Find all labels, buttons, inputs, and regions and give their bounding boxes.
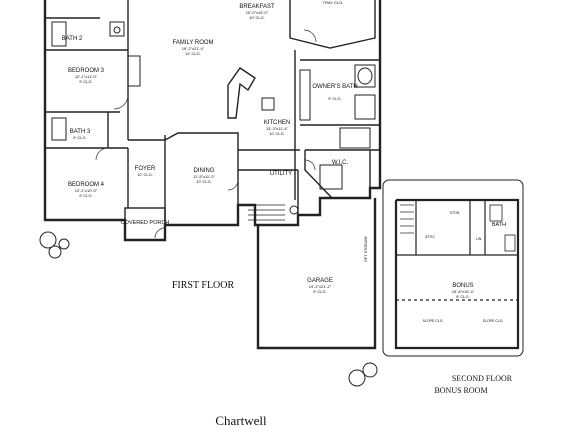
foyer-clg: 10' CLG. (137, 172, 153, 177)
bedroom4-clg: 9' CLG. (79, 193, 92, 198)
dining-clg: 10' CLG. (196, 179, 212, 184)
breakfast-name: BREAKFAST (239, 4, 275, 10)
shrub-icon (48, 245, 62, 259)
owners-bath-name: OWNER'S BATH (312, 84, 357, 90)
family-clg: 10' CLG. (185, 51, 201, 56)
second-floor-plan (382, 179, 524, 357)
shrub-icon (362, 362, 378, 378)
slope-left-label: SLOPE CLG. (423, 319, 444, 323)
bonus-dims: 15'-8"x15'-4" (452, 289, 475, 294)
door-swings (95, 29, 317, 239)
bedroom4-dims: 12'-1"x10'-9" (75, 188, 98, 193)
shrub-icon (39, 231, 57, 249)
bedroom3-name: BEDROOM 3 (68, 68, 105, 74)
breakfast-dims: 10'-0"x10'-0" (246, 10, 269, 15)
bath2-name: BATH 2 (62, 36, 83, 42)
covered-porch-name: COVERED PORCH (121, 220, 170, 226)
owners-bath-clg: 9' CLG. (328, 96, 341, 101)
family-name: FAMILY ROOM (172, 40, 213, 46)
breakfast-clg: 10' CLG. (249, 15, 265, 20)
slope-right-label: SLOPE CLG. (483, 319, 504, 323)
bedroom4-name: BEDROOM 4 (68, 182, 105, 188)
bonus-clg: 8' CLG. (456, 294, 469, 299)
storage-label: STOR. (450, 211, 461, 215)
garage-name: GARAGE (307, 278, 333, 284)
room-labels: BREAKFAST 10'-0"x10'-0" 10' CLG. TRAY CL… (62, 0, 506, 323)
bathtub-fixture (51, 117, 67, 141)
optional-storage-label: OPT. STORAGE (364, 235, 368, 261)
bedroom3-clg: 9' CLG. (79, 79, 92, 84)
linen-label: LIN. (476, 237, 482, 241)
dining-dims: 11'-5"x11'-0" (193, 174, 215, 179)
bonus-name: BONUS (452, 283, 473, 289)
bath3-name: BATH 3 (70, 129, 91, 135)
attic-label: ATTIC (425, 235, 435, 239)
bathtub-fixture (51, 21, 67, 47)
first-floor-interior-walls (45, 0, 380, 241)
garage-clg: 9' CLG. (313, 289, 326, 294)
bonus-room-title: BONUS ROOM (434, 386, 487, 395)
foyer-name: FOYER (135, 166, 156, 172)
upper-bath-name: BATH (492, 222, 506, 228)
utility-name: UTILITY (270, 171, 292, 177)
first-floor-title: FIRST FLOOR (172, 280, 235, 291)
tray-clg: TRAY CLG. (323, 0, 344, 5)
dining-name: DINING (194, 168, 215, 174)
plan-name: Chartwell (215, 413, 267, 428)
wic-name: W.I.C. (332, 160, 349, 166)
kitchen-name: KITCHEN (264, 120, 290, 126)
bedroom3-dims: 12'-1"x11'-0" (75, 74, 98, 79)
shrub-icon (348, 369, 366, 387)
bath3-clg: 9' CLG. (73, 135, 86, 140)
fixtures (51, 21, 376, 215)
bonus-room-frame (382, 179, 524, 357)
second-floor-title: SECOND FLOOR (452, 374, 513, 383)
floor-titles: FIRST FLOOR SECOND FLOOR BONUS ROOM Char… (172, 280, 513, 428)
landscape-shrubs (39, 231, 378, 387)
kitchen-dims: 13'-3"x11'-4" (266, 126, 289, 131)
garage-dims: 19'-2"x21'-2" (309, 284, 332, 289)
kitchen-clg: 10' CLG. (269, 131, 285, 136)
shrub-icon (58, 238, 70, 250)
family-dims: 19'-2"x21'-4" (182, 46, 205, 51)
